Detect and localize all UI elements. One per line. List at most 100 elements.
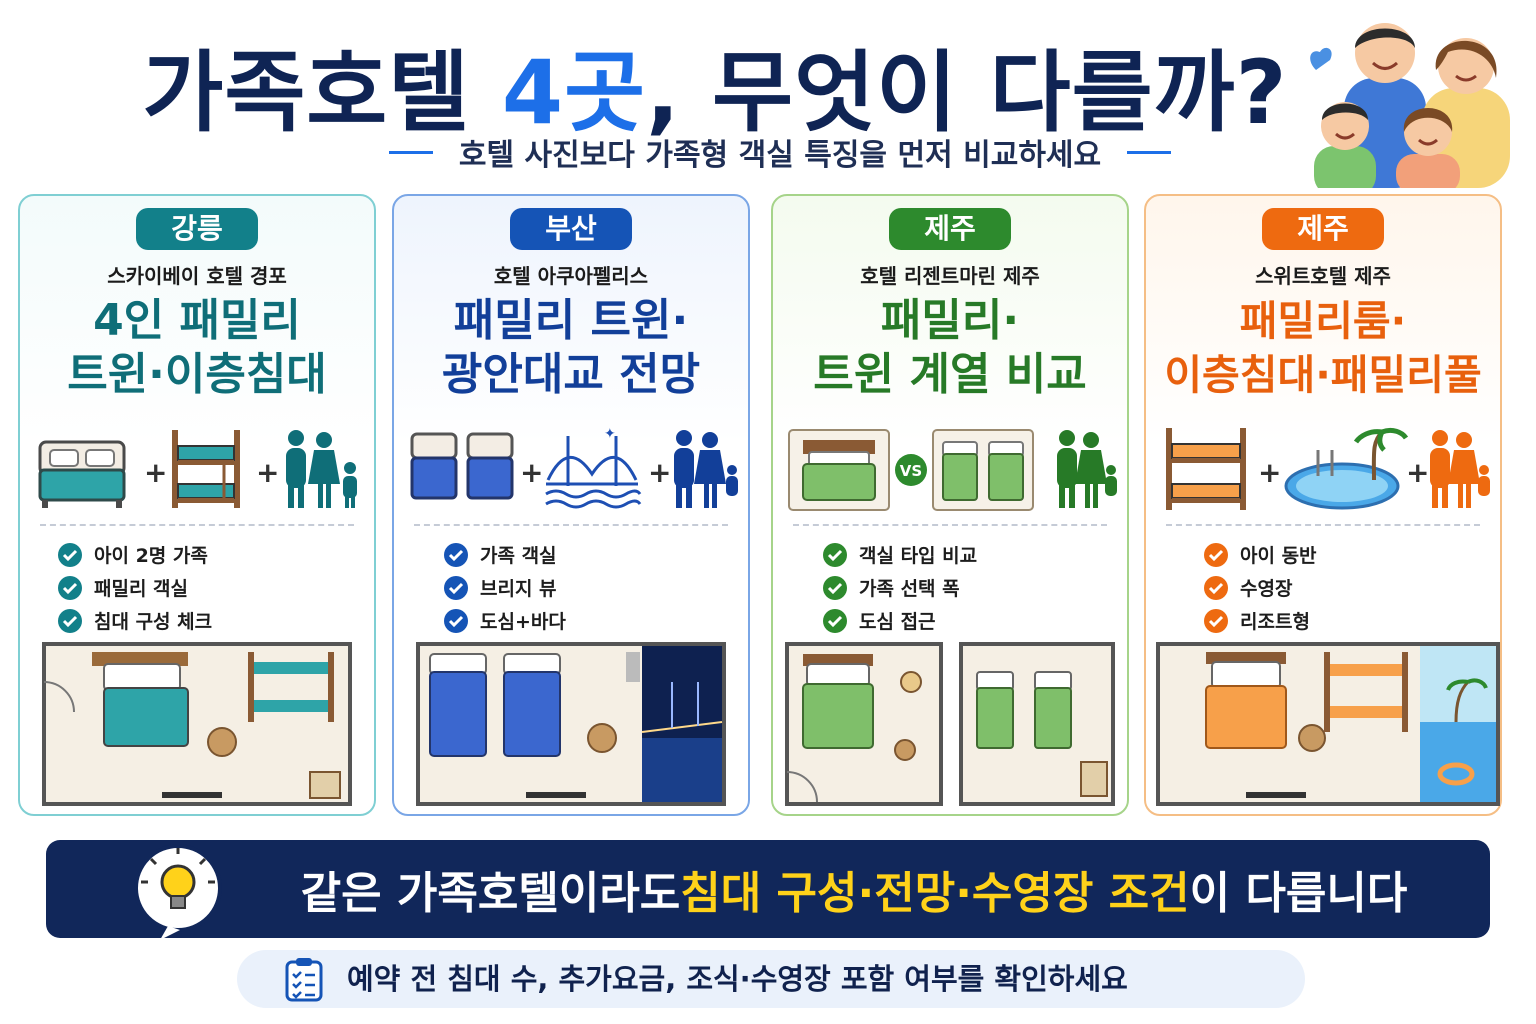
headline-line1: 패밀리 트윈· (453, 295, 689, 346)
check-icon (823, 608, 847, 633)
double-bed-icon (788, 429, 890, 511)
room-floorplan (1156, 642, 1500, 806)
svg-text:+: + (1258, 456, 1281, 489)
title-accent: 4곳 (501, 41, 647, 144)
family-icon (1057, 430, 1117, 508)
banner-suffix: 이 다릅니다 (1189, 868, 1408, 919)
checklist-item: 아이 2명 가족 (58, 538, 212, 571)
check-icon (58, 542, 82, 567)
room-feature-icons: + + (38, 430, 357, 508)
page-title: 가족호텔 4곳, 무엇이 다를까? (0, 22, 1430, 149)
check-icon (823, 575, 847, 600)
title-suffix: , 무엇이 다를까? (646, 41, 1288, 144)
bunk-bed-icon (172, 430, 240, 508)
note-text: 예약 전 침대 수, 추가요금, 조식·수영장 포함 여부를 확인하세요 (347, 962, 1128, 996)
checklist-item: 수영장 (1204, 571, 1317, 604)
section-divider (1166, 524, 1480, 526)
svg-text:+: + (256, 456, 279, 489)
room-feature-icons: VS (788, 429, 1117, 511)
subtitle-dash-right (1127, 150, 1172, 154)
banner-prefix: 같은 가족호텔이라도 (300, 868, 681, 919)
hotel-card-jeju-regent: 제주 호텔 리젠트마린 제주 패밀리· 트윈 계열 비교 VS 객실 타입 비교 (771, 194, 1129, 816)
headline-line1: 패밀리· (880, 295, 1020, 346)
hotel-name: 스위트호텔 제주 (1255, 264, 1391, 288)
room-floorplan (42, 642, 352, 806)
region-badge: 제주 (1262, 208, 1384, 250)
section-divider (793, 524, 1107, 526)
check-icon (1204, 575, 1228, 600)
checklist-item: 브리지 뷰 (444, 571, 566, 604)
room-floorplan (416, 642, 726, 806)
pool-icon (1284, 427, 1409, 510)
check-icon (444, 542, 468, 567)
checklist-item: 침대 구성 체크 (58, 604, 212, 637)
svg-text:+: + (144, 456, 167, 489)
title-prefix: 가족호텔 (142, 41, 502, 144)
section-divider (40, 524, 354, 526)
clipboard-checklist-icon (285, 958, 323, 1002)
svg-text:+: + (648, 456, 671, 489)
subtitle: 호텔 사진보다 가족형 객실 특징을 먼저 비교하세요 (340, 132, 1220, 173)
checklist-item: 패밀리 객실 (58, 571, 212, 604)
feature-checklist: 아이 2명 가족 패밀리 객실 침대 구성 체크 (58, 538, 212, 637)
headline-line2: 트윈·이층침대 (67, 349, 327, 400)
region-badge: 부산 (510, 208, 632, 250)
check-icon (1204, 542, 1228, 567)
subtitle-text: 호텔 사진보다 가족형 객실 특징을 먼저 비교하세요 (458, 138, 1102, 173)
check-icon (444, 608, 468, 633)
feature-checklist: 아이 동반 수영장 리조트형 (1204, 538, 1317, 637)
hotel-name: 스카이베이 호텔 경포 (107, 264, 287, 288)
family-icon (1430, 430, 1490, 508)
family-illustration-icon (1310, 23, 1510, 188)
family-icon (674, 430, 738, 508)
vs-label: VS (900, 462, 922, 480)
svg-text:✦: ✦ (604, 426, 616, 442)
checklist-item: 가족 선택 폭 (823, 571, 977, 604)
double-bed-icon (38, 440, 126, 508)
checklist-item: 도심 접근 (823, 604, 977, 637)
feature-checklist: 객실 타입 비교 가족 선택 폭 도심 접근 (823, 538, 977, 637)
feature-checklist: 가족 객실 브리지 뷰 도심+바다 (444, 538, 566, 637)
twin-bed-icon (932, 429, 1034, 511)
hotel-name: 호텔 아쿠아펠리스 (493, 264, 649, 288)
check-icon (444, 575, 468, 600)
svg-text:+: + (1406, 456, 1429, 489)
checklist-item: 객실 타입 비교 (823, 538, 977, 571)
hotel-card-gangneung: 강릉 스카이베이 호텔 경포 4인 패밀리 트윈·이층침대 + + 아이 2명 (18, 194, 376, 816)
region-badge: 제주 (889, 208, 1011, 250)
family-icon (286, 430, 357, 508)
booking-note: 예약 전 침대 수, 추가요금, 조식·수영장 포함 여부를 확인하세요 (237, 950, 1305, 1008)
headline-line1: 패밀리룸· (1239, 297, 1407, 345)
headline-line2: 트윈 계열 비교 (813, 349, 1087, 400)
section-divider (414, 524, 728, 526)
room-headline: 패밀리 트윈· 광안대교 전망 (394, 294, 748, 402)
check-icon (58, 608, 82, 633)
banner-highlight: 침대 구성·전망·수영장 조건 (680, 868, 1190, 919)
checklist-item: 리조트형 (1204, 604, 1317, 637)
bunk-bed-icon (1166, 428, 1246, 510)
checklist-item: 도심+바다 (444, 604, 566, 637)
hotel-card-jeju-suite: 제주 스위트호텔 제주 패밀리룸· 이층침대·패밀리풀 + + 아이 동반 수영… (1144, 194, 1502, 816)
check-icon (823, 542, 847, 567)
room-floorplan (785, 642, 1115, 806)
check-icon (58, 575, 82, 600)
twin-bed-icon (410, 432, 514, 500)
hotel-name: 호텔 리젠트마린 제주 (860, 264, 1040, 288)
subtitle-dash-left (388, 150, 433, 154)
headline-line2: 이층침대·패밀리풀 (1164, 351, 1482, 399)
room-feature-icons: + + (1166, 427, 1490, 510)
headline-line1: 4인 패밀리 (93, 295, 301, 346)
room-headline: 4인 패밀리 트윈·이층침대 (20, 294, 374, 402)
room-headline: 패밀리룸· 이층침대·패밀리풀 (1146, 294, 1500, 402)
room-feature-icons: + ✦ + (410, 426, 738, 509)
bridge-icon: ✦ (545, 426, 642, 509)
svg-text:+: + (520, 456, 543, 489)
check-icon (1204, 608, 1228, 633)
hotel-card-busan: 부산 호텔 아쿠아펠리스 패밀리 트윈· 광안대교 전망 + ✦ + 가족 객실 (392, 194, 750, 816)
checklist-item: 가족 객실 (444, 538, 566, 571)
room-headline: 패밀리· 트윈 계열 비교 (773, 294, 1127, 402)
lightbulb-icon (134, 844, 222, 940)
checklist-item: 아이 동반 (1204, 538, 1317, 571)
